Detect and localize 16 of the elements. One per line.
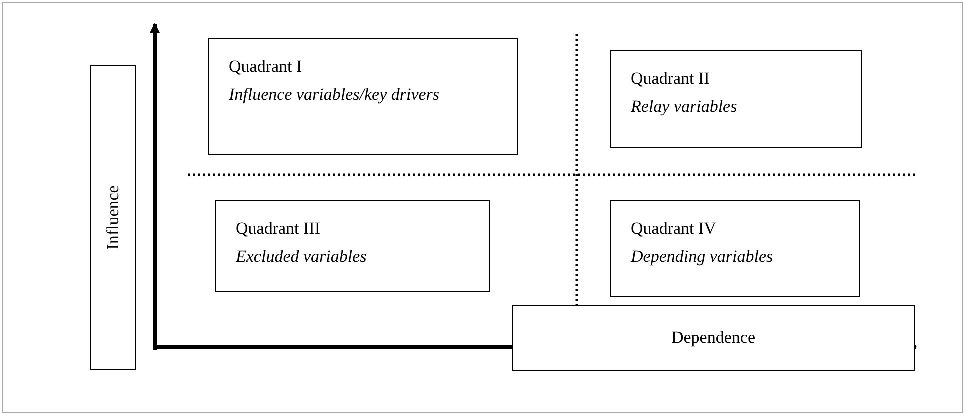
axis-label: Influence <box>102 185 124 250</box>
quadrant-box <box>610 200 860 297</box>
quadrant-description: Influence variables/key drivers <box>229 84 440 106</box>
quadrant-title: Quadrant IV <box>631 218 716 240</box>
quadrant-box <box>215 200 490 292</box>
axis-label-box <box>90 65 136 370</box>
quadrant-description: Depending variables <box>631 246 774 268</box>
quadrant-box <box>208 38 518 155</box>
quadrant-box <box>610 50 862 148</box>
axis-label: Dependence <box>671 327 756 350</box>
quadrant-title: Quadrant I <box>229 56 302 78</box>
quadrant-title: Quadrant III <box>236 218 320 240</box>
quadrant-title: Quadrant II <box>631 68 710 90</box>
axis-label-box <box>512 305 915 371</box>
quadrant-description: Excluded variables <box>236 246 367 268</box>
quadrant-description: Relay variables <box>631 96 738 118</box>
